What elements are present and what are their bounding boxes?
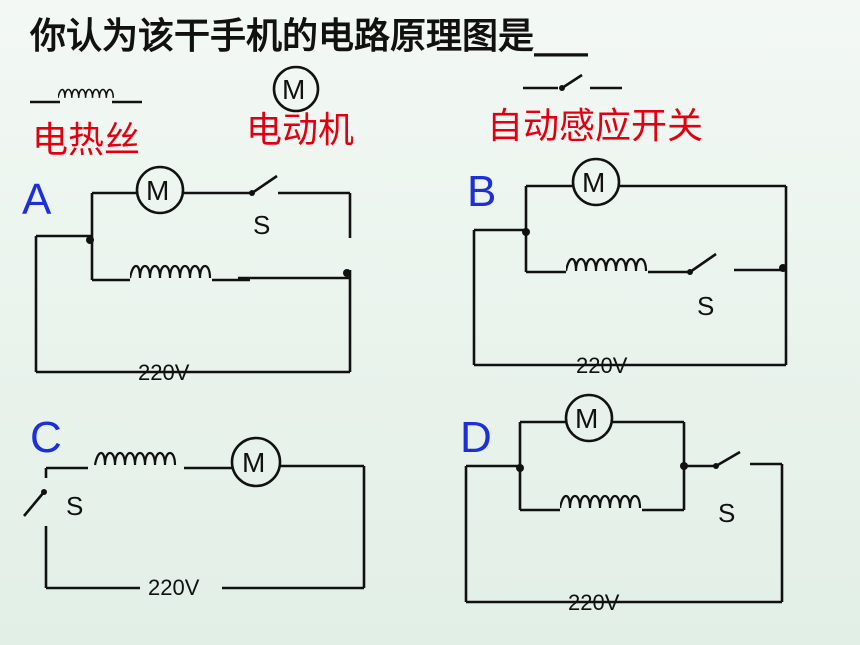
question-title: 你认为该干手机的电路原理图是___ bbox=[29, 16, 588, 57]
switch-d-label: S bbox=[718, 498, 735, 528]
switch-d bbox=[715, 450, 741, 468]
legend-heater-label: 电热丝 bbox=[32, 120, 140, 161]
heater-d bbox=[560, 494, 642, 510]
switch-a bbox=[251, 174, 278, 195]
legend-motor-m: M bbox=[282, 74, 305, 105]
heater-b bbox=[566, 257, 648, 273]
heater-c bbox=[93, 451, 177, 467]
legend-switch-label: 自动感应开关 bbox=[487, 106, 703, 147]
legend-motor-symbol: M bbox=[272, 65, 320, 113]
legend-heater-symbol bbox=[30, 88, 142, 104]
motor-b bbox=[571, 157, 621, 207]
voltage-a: 220V bbox=[138, 360, 190, 385]
voltage-b: 220V bbox=[576, 353, 628, 378]
voltage-d: 220V bbox=[568, 590, 620, 615]
motor-a bbox=[135, 165, 185, 215]
motor-d bbox=[564, 393, 614, 443]
heater-a bbox=[130, 264, 212, 280]
circuit-b: B M S 220V bbox=[467, 157, 788, 378]
motor-b-label: M bbox=[582, 167, 605, 198]
voltage-c: 220V bbox=[148, 575, 200, 600]
switch-b bbox=[689, 252, 717, 274]
option-letter-d: D bbox=[460, 413, 492, 462]
switch-b-label: S bbox=[697, 291, 714, 321]
circuit-c: C M S 220V bbox=[23, 413, 366, 600]
switch-c-label: S bbox=[66, 491, 83, 521]
motor-a-label: M bbox=[146, 175, 169, 206]
legend-switch-symbol bbox=[523, 73, 622, 91]
motor-c-label: M bbox=[242, 447, 265, 478]
option-letter-a: A bbox=[22, 175, 52, 224]
option-letter-c: C bbox=[30, 413, 62, 462]
motor-d-label: M bbox=[575, 403, 598, 434]
circuit-a: A M S 220V bbox=[22, 165, 352, 385]
legend-motor-label: 电动机 bbox=[246, 110, 354, 151]
switch-a-label: S bbox=[253, 210, 270, 240]
switch-c bbox=[23, 491, 45, 517]
option-letter-b: B bbox=[467, 167, 496, 216]
motor-c bbox=[230, 436, 282, 488]
circuit-d: D M S 220V bbox=[460, 393, 784, 615]
